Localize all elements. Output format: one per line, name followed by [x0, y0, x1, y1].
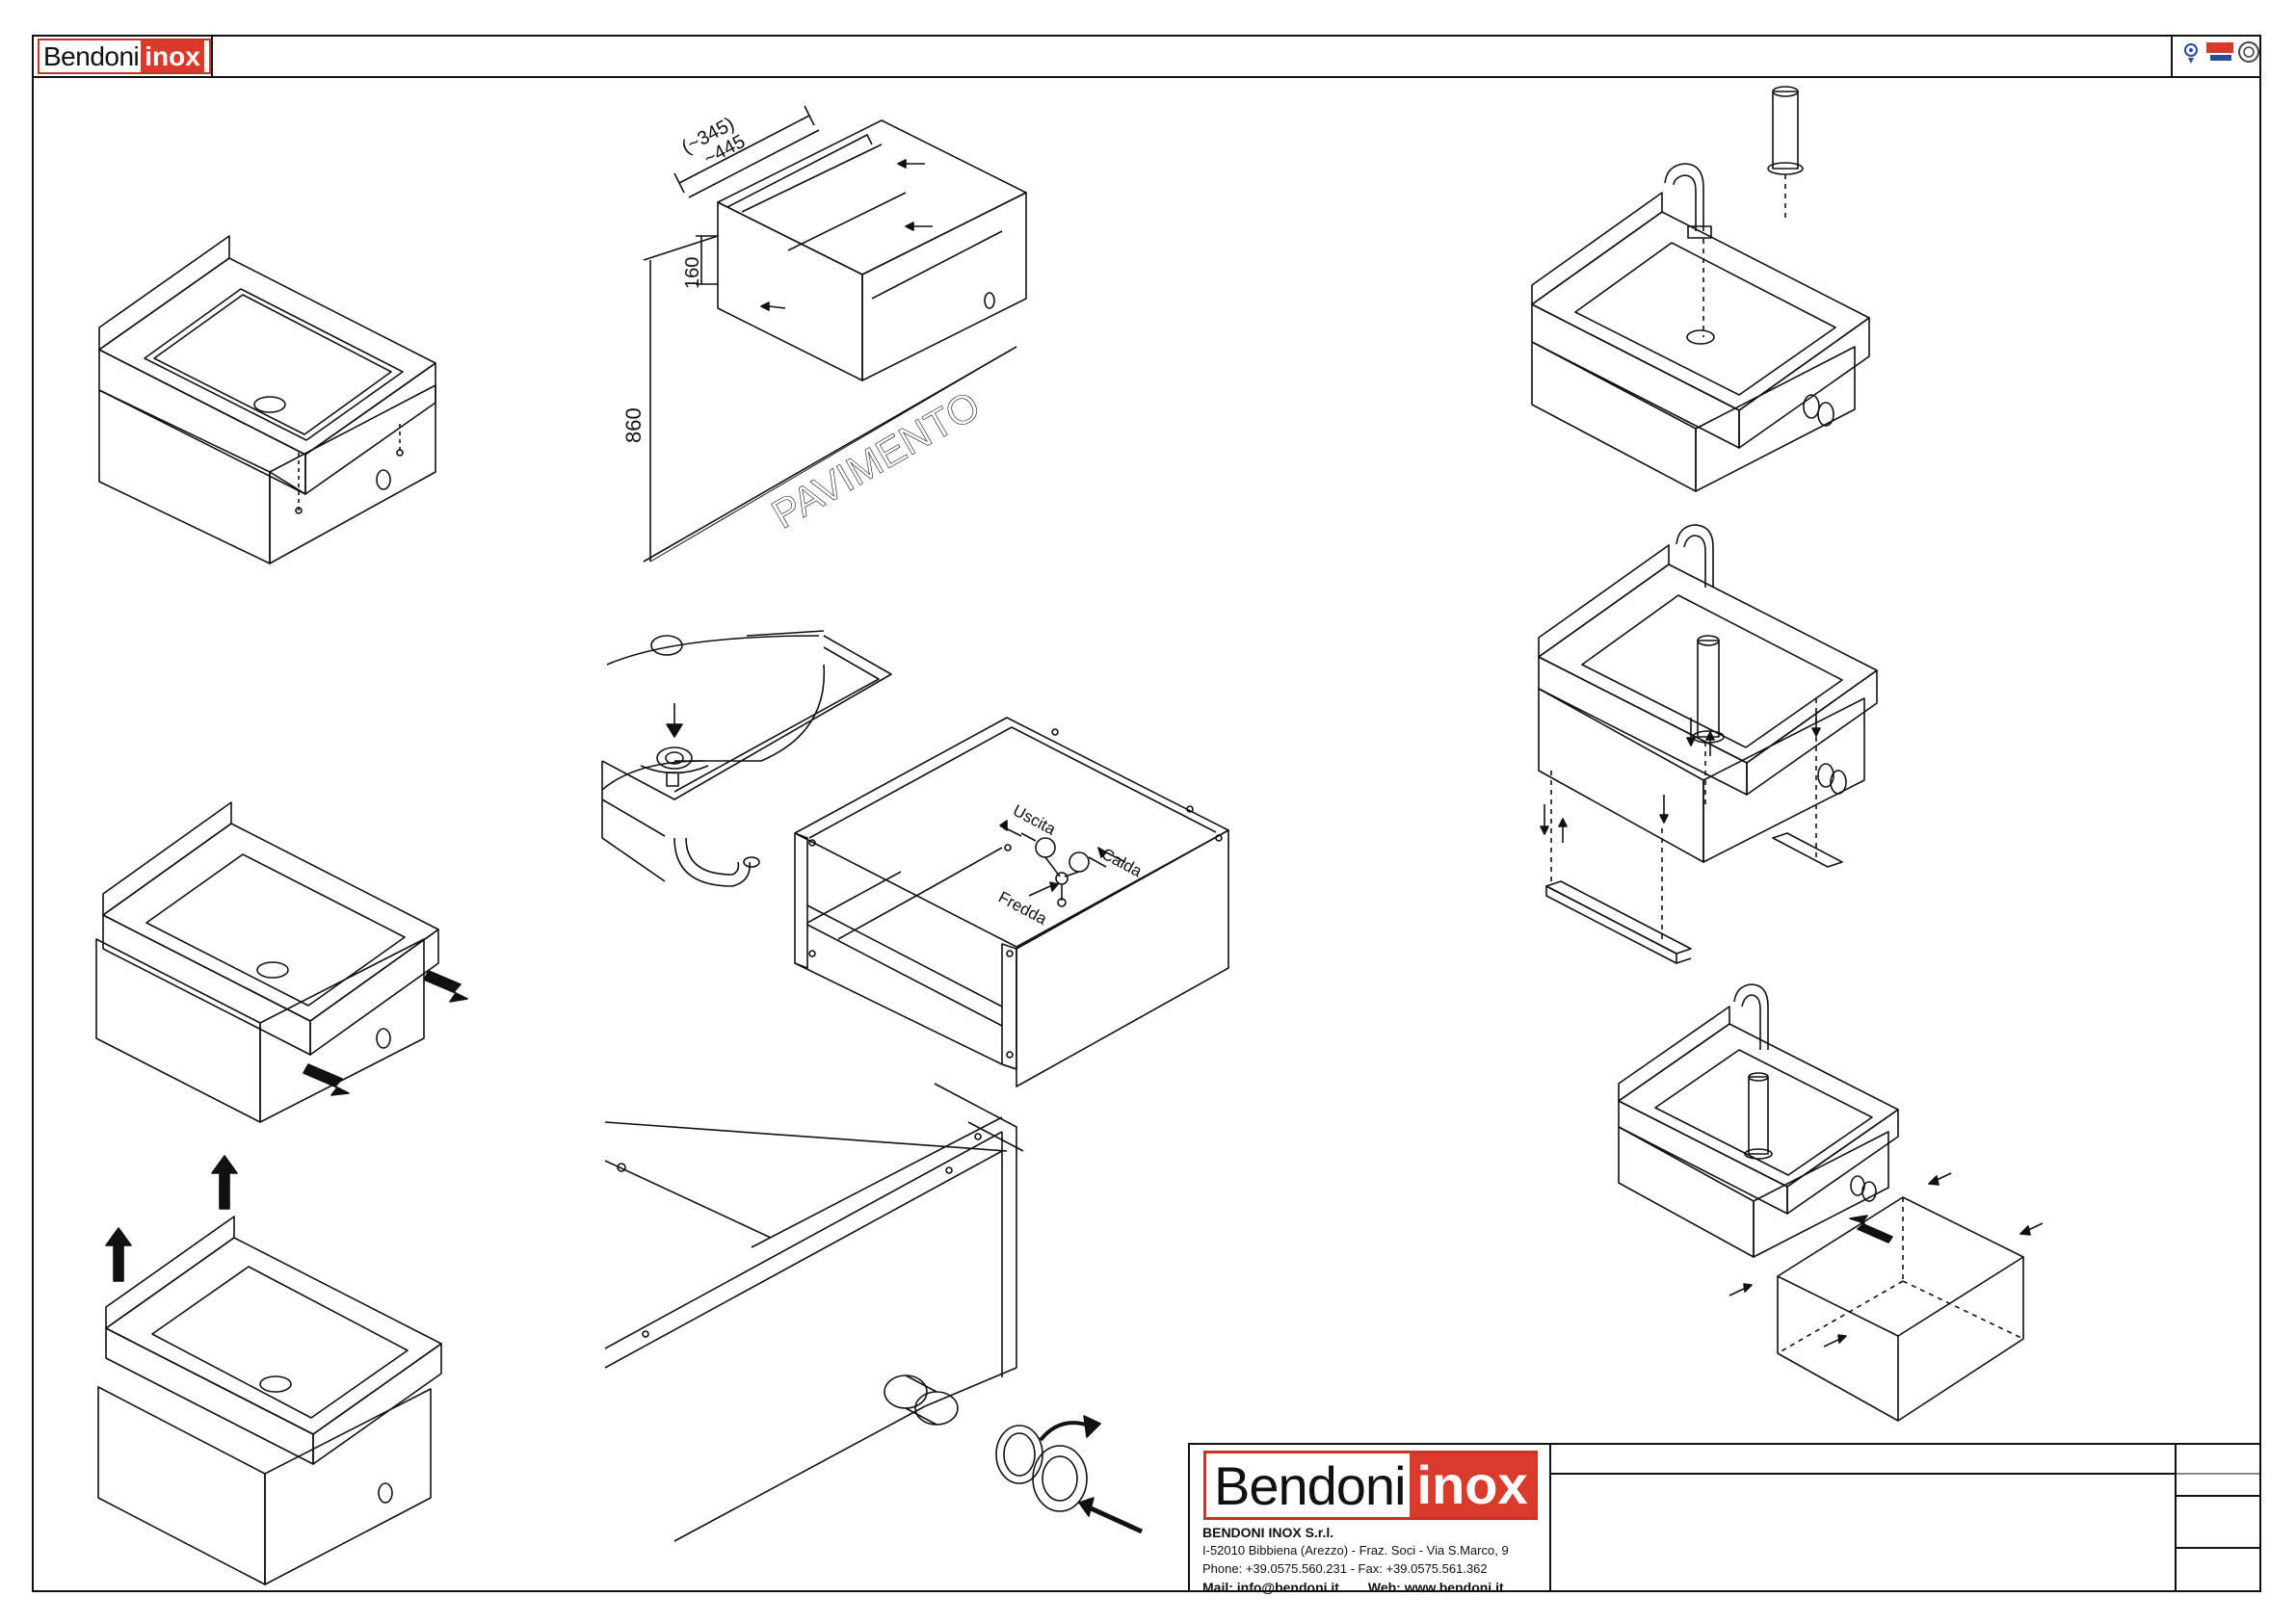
company-name: BENDONI INOX S.r.l. [1202, 1525, 1333, 1540]
company-phone: Phone: +39.0575.560.231 - Fax: +39.0575.… [1202, 1561, 1488, 1576]
drain-detail [602, 631, 891, 886]
sink-view-3 [98, 1217, 441, 1584]
push-cover-arrow [1850, 1216, 1892, 1243]
contact-line: Mail: info@bendoni.it Web: www.bendoni.i… [1202, 1580, 1529, 1595]
cold-label: Fredda [995, 888, 1050, 929]
title-logo-text: Bendoni [1206, 1454, 1406, 1517]
lift-arrows [106, 1156, 237, 1281]
title-logo-inox: inox [1410, 1453, 1536, 1517]
dim-height: 860 [621, 407, 646, 443]
sink-right-2 [1539, 525, 1877, 963]
sink-view-2 [96, 802, 438, 1122]
dim-height-small: 160 [682, 257, 703, 289]
sink-right-1 [1532, 87, 1869, 491]
hot-label: Calda [1098, 845, 1146, 881]
sink-right-3 [1619, 984, 2043, 1421]
contact-mail: Mail: info@bendoni.it [1202, 1580, 1339, 1595]
floor-label: PAVIMENTO [764, 382, 988, 537]
slide-arrows-2 [303, 971, 467, 1095]
sink-view-1 [99, 236, 435, 563]
title-block-logo: Bendoni inox [1203, 1451, 1538, 1520]
company-address: I-52010 Bibbiena (Arezzo) - Fraz. Soci -… [1202, 1543, 1509, 1558]
contact-web: Web: www.bendoni.it [1368, 1580, 1504, 1595]
knee-button-detail [605, 1084, 1142, 1541]
